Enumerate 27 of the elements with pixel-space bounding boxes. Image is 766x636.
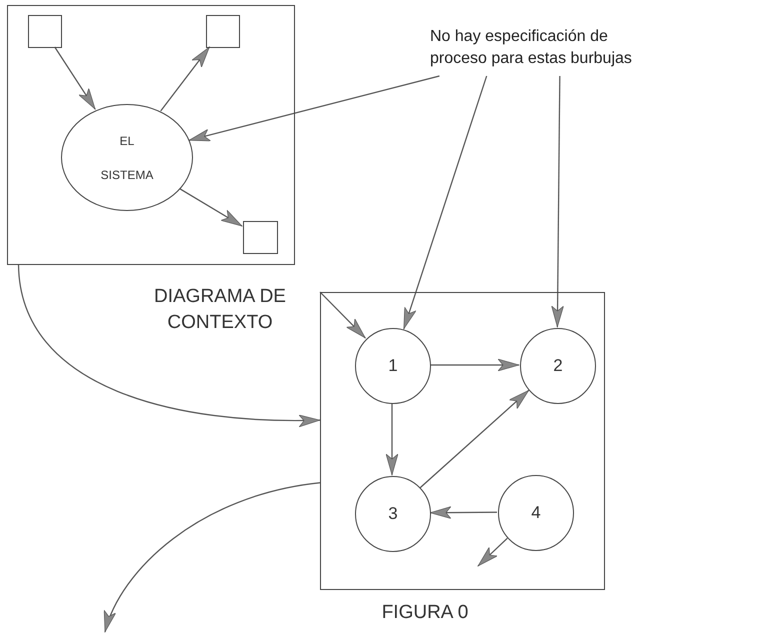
note-text: No hay especificación de proceso para estas burbujas (430, 20, 666, 76)
process-circle: 1 (355, 328, 431, 404)
arrow (160, 46, 210, 112)
process-circle: 4 (498, 475, 574, 551)
system-ellipse: EL SISTEMA (61, 104, 193, 211)
process-circle: 3 (355, 476, 431, 552)
node-label: DIAGRAMA DE CONTEXTO (153, 285, 287, 335)
arrow (18, 264, 320, 427)
arrow (178, 188, 242, 227)
arrow (420, 390, 530, 488)
box (243, 221, 278, 254)
process-circle: 2 (520, 328, 596, 404)
arrow (320, 292, 366, 338)
box (28, 15, 62, 48)
node-label: FIGURA 0 (380, 601, 470, 625)
box (320, 292, 605, 590)
arrow (403, 76, 488, 330)
arrow (188, 75, 440, 142)
arrow (430, 506, 497, 519)
arrow (104, 482, 320, 632)
arrow (551, 76, 564, 328)
arrow (54, 46, 96, 110)
arrow (430, 358, 520, 372)
box (7, 5, 295, 265)
box (206, 15, 240, 48)
arrow (386, 403, 398, 476)
arrow (478, 538, 508, 566)
